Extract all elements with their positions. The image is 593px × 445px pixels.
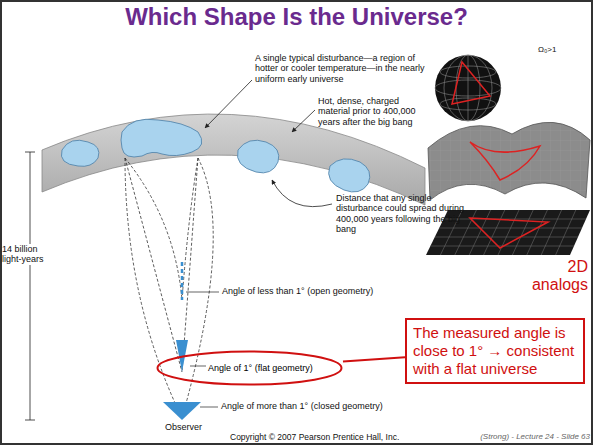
closed-cone: [163, 402, 201, 420]
leader-line: [205, 80, 252, 128]
callout-text: The measured angle is close to 1° → cons…: [413, 324, 577, 378]
sphere-analog: [435, 55, 501, 121]
annotation: Distance that any single disturbance cou…: [336, 193, 476, 234]
slide-title: Which Shape Is the Universe?: [0, 3, 593, 31]
cone-leaders: [186, 292, 219, 407]
leader-line: [292, 110, 315, 132]
open-cone: [181, 262, 184, 300]
saddle-analog: [428, 122, 590, 200]
callout-box: The measured angle is close to 1° → cons…: [405, 318, 585, 384]
omega-label: Ω₀>1: [538, 45, 556, 54]
slide-footer: (Strong) - Lecture 24 - Slide 63: [440, 432, 590, 441]
highlight-ellipse: Angle of 1° (flat geometry): [156, 350, 343, 386]
distance-bracket: [25, 152, 35, 420]
copyright-note: Copyright © 2007 Pearson Prentice Hall, …: [230, 433, 399, 443]
annotation: A single typical disturbance—a region of…: [255, 53, 425, 84]
distance-label: 14 billion light-years: [2, 244, 54, 265]
sight-lines: [125, 158, 213, 418]
leader-line: [272, 180, 332, 207]
annotation: Hot, dense, charged material prior to 40…: [318, 96, 430, 127]
observer-label: Observer: [165, 422, 202, 432]
plasma-band: [42, 114, 425, 205]
angle-label: Angle of less than 1° (open geometry): [222, 286, 373, 296]
angle-label: Angle of 1° (flat geometry): [208, 363, 313, 373]
disturbance-blobs: [61, 119, 369, 192]
analogs-label: 2D analogs: [510, 258, 588, 295]
callout-connector: [343, 357, 405, 361]
angle-label: Angle of more than 1° (closed geometry): [221, 401, 383, 411]
